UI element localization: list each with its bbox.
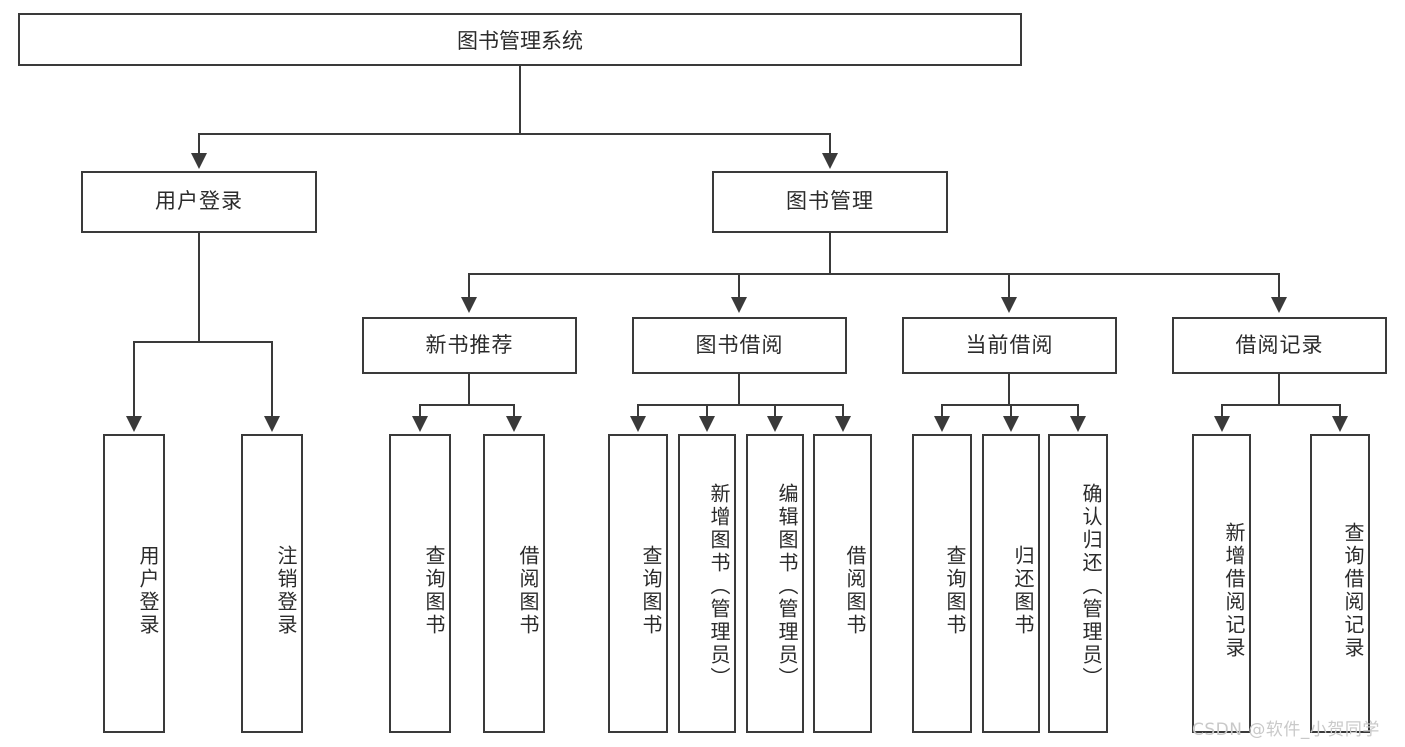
connector-new-book-bus [419, 404, 514, 406]
node-label: 用户登录 [155, 189, 243, 214]
node-label: 当前借阅 [965, 332, 1054, 357]
node-root-book-management-system[interactable]: 图书管理系统 [18, 13, 1022, 66]
arrowhead-leaf-book-borrow-edit-book [767, 416, 783, 432]
leaf-book-borrow-add-book-admin[interactable]: 新增图书（管理员） [678, 434, 736, 733]
node-label: 借阅图书 [843, 544, 867, 637]
connector-current-borrow-stem [1008, 374, 1010, 404]
node-label: 图书管理 [786, 189, 874, 214]
arrowhead-leaf-book-borrow-query-book [630, 416, 646, 432]
arrowhead-borrow-record [1271, 297, 1287, 313]
connector-br-drop-2 [1339, 404, 1341, 418]
connector-bm-drop-current-borrow [1008, 273, 1010, 299]
node-label: 新增借阅记录 [1222, 521, 1246, 660]
arrowhead-leaf-user-login-login [126, 416, 142, 432]
connector-bm-drop-new-book [468, 273, 470, 299]
connector-root-bus [198, 133, 831, 135]
node-book-management[interactable]: 图书管理 [712, 171, 948, 233]
node-label: 注销登录 [274, 544, 298, 637]
node-label: 查询图书 [422, 544, 446, 637]
arrowhead-current-borrow [1001, 297, 1017, 313]
node-user-login[interactable]: 用户登录 [81, 171, 317, 233]
connector-bb-drop-2 [706, 404, 708, 418]
connector-bm-drop-borrow-record [1278, 273, 1280, 299]
arrowhead-user-login [191, 153, 207, 169]
connector-book-management-stem [829, 233, 831, 273]
connector-new-book-drop-1 [419, 404, 421, 418]
connector-cb-drop-3 [1077, 404, 1079, 418]
connector-borrow-record-stem [1278, 374, 1280, 404]
node-label: 用户登录 [136, 544, 160, 637]
connector-user-login-bus [133, 341, 272, 343]
connector-root-stem [519, 66, 521, 133]
node-label: 查询借阅记录 [1341, 521, 1365, 660]
connector-borrow-record-bus [1221, 404, 1341, 406]
node-current-borrow[interactable]: 当前借阅 [902, 317, 1117, 374]
connector-cb-drop-1 [941, 404, 943, 418]
node-label: 图书管理系统 [457, 28, 583, 53]
connector-root-to-user-login [198, 133, 200, 155]
node-label: 查询图书 [943, 544, 967, 637]
leaf-current-borrow-query-book[interactable]: 查询图书 [912, 434, 972, 733]
connector-book-borrow-stem [738, 374, 740, 404]
connector-bb-drop-4 [842, 404, 844, 418]
node-label: 新增图书（管理员） [707, 483, 731, 690]
leaf-book-borrow-edit-book-admin[interactable]: 编辑图书（管理员） [746, 434, 804, 733]
leaf-book-borrow-borrow-book[interactable]: 借阅图书 [813, 434, 872, 733]
node-label: 归还图书 [1011, 544, 1035, 637]
arrowhead-leaf-borrow-record-add [1214, 416, 1230, 432]
connector-current-borrow-bus [941, 404, 1078, 406]
arrowhead-leaf-current-borrow-confirm-return [1070, 416, 1086, 432]
connector-book-management-bus [468, 273, 1280, 275]
arrowhead-leaf-book-borrow-add-book [699, 416, 715, 432]
leaf-borrow-record-add-record[interactable]: 新增借阅记录 [1192, 434, 1251, 733]
arrowhead-new-book-recommend [461, 297, 477, 313]
csdn-watermark: CSDN @软件_小贺同学 [1192, 720, 1380, 740]
arrowhead-leaf-user-login-logout [264, 416, 280, 432]
arrowhead-book-borrow [731, 297, 747, 313]
node-label: 图书借阅 [695, 332, 784, 357]
arrowhead-leaf-book-borrow-borrow-book [835, 416, 851, 432]
connector-book-borrow-bus [637, 404, 843, 406]
leaf-user-login-logout[interactable]: 注销登录 [241, 434, 303, 733]
connector-bm-drop-book-borrow [738, 273, 740, 299]
node-borrow-record[interactable]: 借阅记录 [1172, 317, 1387, 374]
leaf-current-borrow-confirm-return-admin[interactable]: 确认归还（管理员） [1048, 434, 1108, 733]
connector-br-drop-1 [1221, 404, 1223, 418]
connector-user-login-stem [198, 233, 200, 341]
connector-cb-drop-2 [1010, 404, 1012, 418]
connector-bb-drop-3 [774, 404, 776, 418]
node-label: 新书推荐 [425, 332, 514, 357]
connector-user-login-drop-1 [133, 341, 135, 418]
arrowhead-leaf-new-book-query-book [412, 416, 428, 432]
node-label: 借阅图书 [516, 544, 540, 637]
arrowhead-leaf-borrow-record-query [1332, 416, 1348, 432]
connector-root-to-book-management [829, 133, 831, 155]
arrowhead-book-management [822, 153, 838, 169]
leaf-user-login-login[interactable]: 用户登录 [103, 434, 165, 733]
node-new-book-recommend[interactable]: 新书推荐 [362, 317, 577, 374]
leaf-new-book-borrow-book[interactable]: 借阅图书 [483, 434, 545, 733]
arrowhead-leaf-current-borrow-query-book [934, 416, 950, 432]
arrowhead-leaf-new-book-borrow-book [506, 416, 522, 432]
leaf-current-borrow-return-book[interactable]: 归还图书 [982, 434, 1040, 733]
connector-new-book-drop-2 [513, 404, 515, 418]
node-label: 编辑图书（管理员） [775, 483, 799, 690]
leaf-new-book-query-book[interactable]: 查询图书 [389, 434, 451, 733]
node-label: 借阅记录 [1235, 332, 1324, 357]
connector-user-login-drop-2 [271, 341, 273, 418]
leaf-borrow-record-query-record[interactable]: 查询借阅记录 [1310, 434, 1370, 733]
node-book-borrow[interactable]: 图书借阅 [632, 317, 847, 374]
node-label: 查询图书 [639, 544, 663, 637]
leaf-book-borrow-query-book[interactable]: 查询图书 [608, 434, 668, 733]
connector-bb-drop-1 [637, 404, 639, 418]
connector-new-book-stem [468, 374, 470, 404]
arrowhead-leaf-current-borrow-return-book [1003, 416, 1019, 432]
node-label: 确认归还（管理员） [1079, 483, 1103, 690]
